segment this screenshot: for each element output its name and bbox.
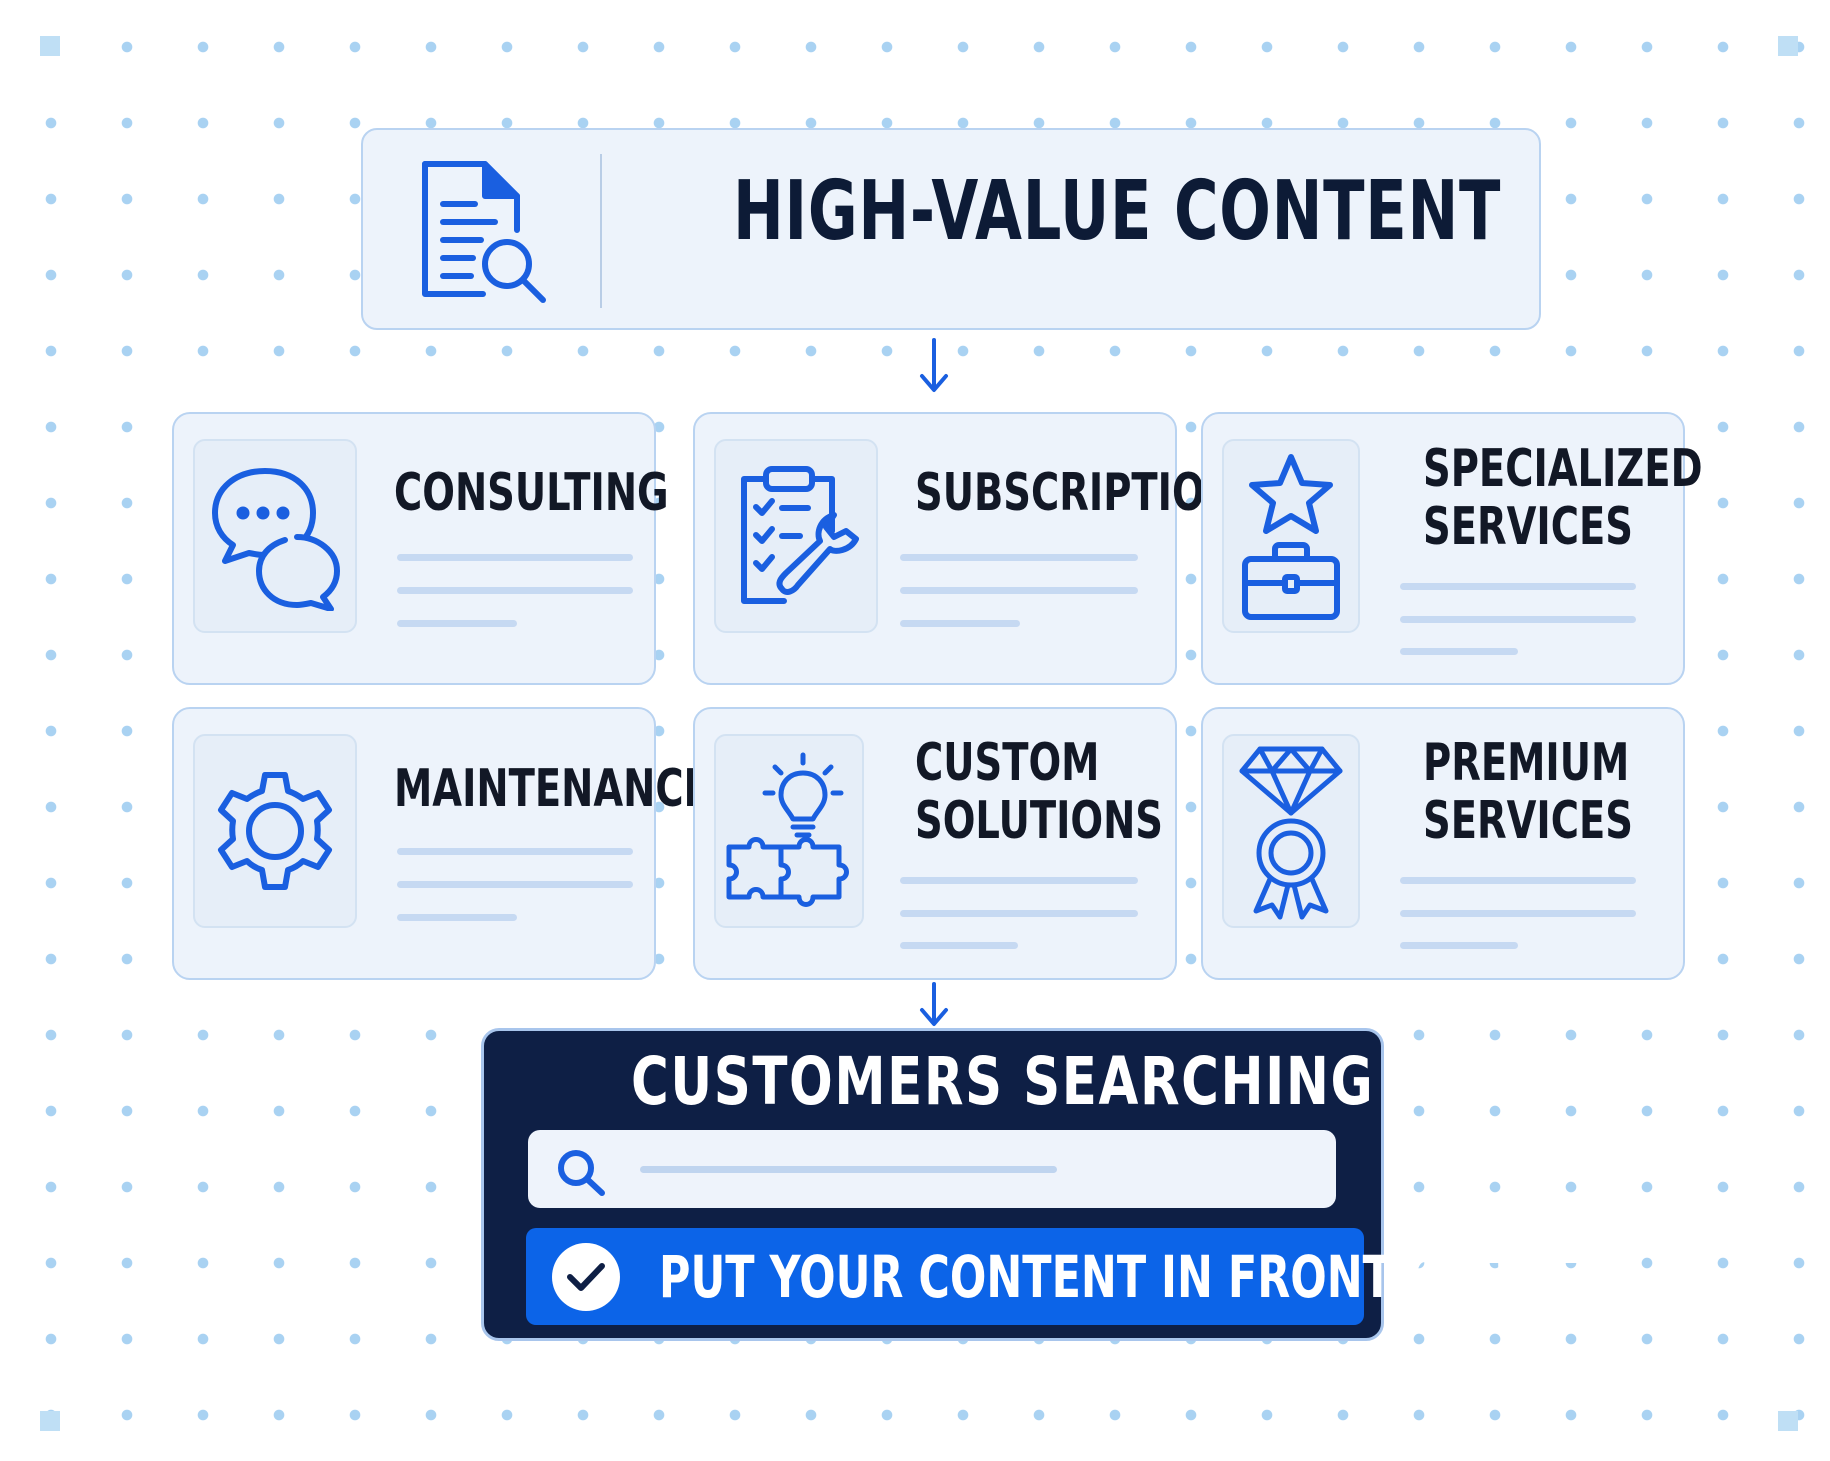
chat-bubbles-icon: [212, 468, 340, 611]
card-title: SOLUTIONS: [915, 791, 1164, 851]
icon-tile: [1222, 734, 1360, 928]
placeholder-line: [1400, 910, 1636, 917]
placeholder-line: [900, 942, 1018, 949]
placeholder-line: [900, 587, 1138, 594]
icon-tile: [714, 734, 864, 928]
card-title: SERVICES: [1423, 497, 1633, 557]
placeholder-line: [397, 914, 517, 921]
corner-marker: [1778, 36, 1798, 56]
diamond-award-icon: [1239, 746, 1343, 920]
placeholder-line: [397, 881, 633, 888]
icon-tile: [193, 439, 357, 633]
placeholder-line: [1400, 583, 1636, 590]
document-search-icon: [415, 156, 555, 310]
card-title: MAINTENANCE: [394, 759, 710, 819]
card-maintenance: MAINTENANCE: [172, 707, 710, 980]
panel-title: CUSTOMERS SEARCHING: [631, 1043, 1375, 1120]
card-title: CUSTOM: [915, 733, 1100, 793]
star-briefcase-icon: [1242, 454, 1340, 620]
lightbulb-puzzle-icon: [726, 752, 849, 907]
placeholder-line: [900, 877, 1138, 884]
card-title: SUBSCRIPTION: [915, 463, 1237, 523]
placeholder-line: [900, 910, 1138, 917]
search-placeholder-line: [640, 1166, 1057, 1173]
placeholder-line: [397, 587, 633, 594]
card-specialized-services: SPECIALIZED SERVICES: [1201, 412, 1703, 685]
cta-button[interactable]: PUT YOUR CONTENT IN FRONT OF THEM·: [526, 1228, 1641, 1325]
checkmark-icon: [552, 1243, 620, 1311]
card-subscription: SUBSCRIPTION: [693, 412, 1237, 685]
down-arrow-icon: [920, 338, 948, 392]
placeholder-line: [397, 848, 633, 855]
icon-tile: [714, 439, 878, 633]
placeholder-line: [900, 554, 1138, 561]
card-consulting: CONSULTING: [172, 412, 669, 685]
customers-searching-panel: CUSTOMERS SEARCHING PUT YOUR CONTENT IN …: [481, 1028, 1641, 1341]
card-title: CONSULTING: [394, 463, 669, 523]
placeholder-line: [1400, 942, 1518, 949]
placeholder-line: [900, 620, 1020, 627]
cta-label: PUT YOUR CONTENT IN FRONT OF THEM·: [659, 1243, 1642, 1311]
corner-marker: [40, 1411, 60, 1431]
corner-marker: [1778, 1411, 1798, 1431]
clipboard-wrench-icon: [741, 466, 859, 604]
search-input[interactable]: [528, 1130, 1336, 1208]
placeholder-line: [1400, 877, 1636, 884]
card-custom-solutions: CUSTOM SOLUTIONS: [693, 707, 1177, 980]
search-icon: [558, 1150, 605, 1196]
card-title: PREMIUM: [1423, 733, 1630, 793]
down-arrow-icon: [920, 982, 948, 1026]
icon-tile: [193, 734, 357, 928]
placeholder-line: [397, 620, 517, 627]
high-value-content-box: HIGH-VALUE CONTENT: [361, 128, 1541, 330]
icon-tile: [1222, 439, 1360, 633]
diagram-title: HIGH-VALUE CONTENT: [733, 164, 1502, 259]
divider: [600, 154, 602, 308]
placeholder-line: [397, 554, 633, 561]
card-premium-services: PREMIUM SERVICES: [1201, 707, 1685, 980]
corner-marker: [40, 36, 60, 56]
placeholder-line: [1400, 648, 1518, 655]
card-title: SPECIALIZED: [1423, 439, 1703, 499]
placeholder-line: [1400, 616, 1636, 623]
gear-icon: [218, 772, 332, 890]
card-title: SERVICES: [1423, 791, 1633, 851]
